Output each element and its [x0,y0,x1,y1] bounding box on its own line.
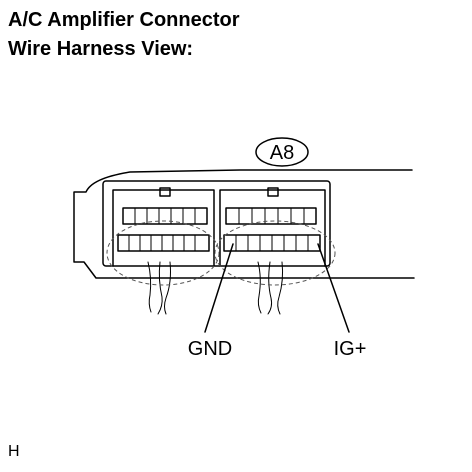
footer-code: H [8,443,20,460]
connector-code-label: A8 [270,142,294,164]
connector-body [102,180,331,267]
key-tab-right [267,187,279,197]
gnd-pin-label: GND [188,338,232,360]
ig-plus-pin-label: IG+ [334,338,367,360]
diagram-title-line2: Wire Harness View: [8,38,194,60]
right-shell [219,189,326,267]
terminal-row-right-upper [225,207,317,225]
terminal-dividers [128,207,309,252]
left-shell [112,189,215,267]
ig-leader-line [317,243,350,333]
callout-ellipse-right [214,220,336,286]
terminal-row-left-upper [122,207,208,225]
housing-outline [73,169,415,279]
terminal-row-left-lower [117,234,210,252]
gnd-leader-line [204,243,234,333]
connector-code-badge [255,137,309,167]
callout-ellipse-left [106,220,220,286]
wire-bundle-right [257,261,284,315]
key-tab-left [159,187,171,197]
diagram-title-line1: A/C Amplifier Connector [8,9,240,31]
wire-bundle-left [147,261,171,315]
